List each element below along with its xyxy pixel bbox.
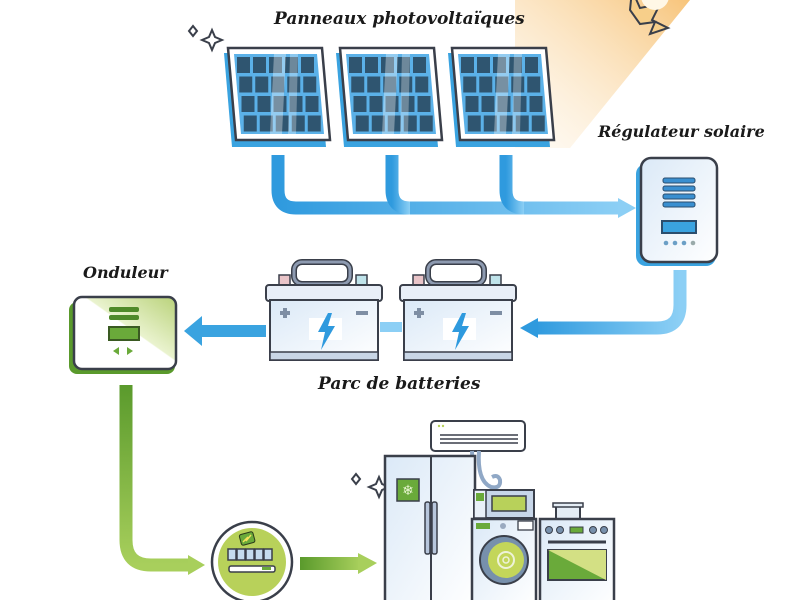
battery-icon xyxy=(399,259,517,361)
arrow-head xyxy=(618,198,636,218)
sparkle-icon xyxy=(187,24,225,53)
battery-icon xyxy=(265,259,383,361)
flow-panels-to-regulator xyxy=(271,155,620,215)
label-inverter: Onduleur xyxy=(83,263,168,282)
solar-panel-icon xyxy=(224,46,332,147)
flow-batteries-to-inverter xyxy=(200,325,266,337)
flow-regulator-to-batteries xyxy=(535,270,687,335)
electric-meter-icon xyxy=(210,520,294,600)
flow-inverter-to-meter xyxy=(119,385,190,572)
microwave-icon xyxy=(473,489,535,519)
washing-machine-icon xyxy=(470,517,538,600)
charge-controller-icon xyxy=(636,156,719,266)
stove-icon xyxy=(538,502,616,600)
flow-meter-to-appliances xyxy=(300,557,360,570)
arrow-head xyxy=(358,553,377,574)
sun-icon xyxy=(628,0,671,36)
solar-panel-icon xyxy=(336,46,444,147)
sparkle-icon xyxy=(350,472,392,500)
label-solar-panels: Panneaux photovoltaïques xyxy=(274,9,525,29)
refrigerator-icon: ❄ xyxy=(383,454,477,600)
inverter-icon xyxy=(69,295,178,374)
arrow-head xyxy=(184,316,202,346)
svg-text:❄: ❄ xyxy=(402,483,414,499)
battery-bank xyxy=(265,259,517,361)
solar-panel-icon xyxy=(448,46,556,147)
arrow-head xyxy=(520,318,538,338)
home-appliances-icon: ❄ xyxy=(350,420,616,600)
solar-panels xyxy=(224,46,556,147)
arrow-head xyxy=(188,555,205,575)
label-battery-bank: Parc de batteries xyxy=(318,374,481,394)
sun-ray-beam xyxy=(515,0,690,148)
label-charge-controller: Régulateur solaire xyxy=(598,122,765,141)
battery-link xyxy=(380,322,402,332)
